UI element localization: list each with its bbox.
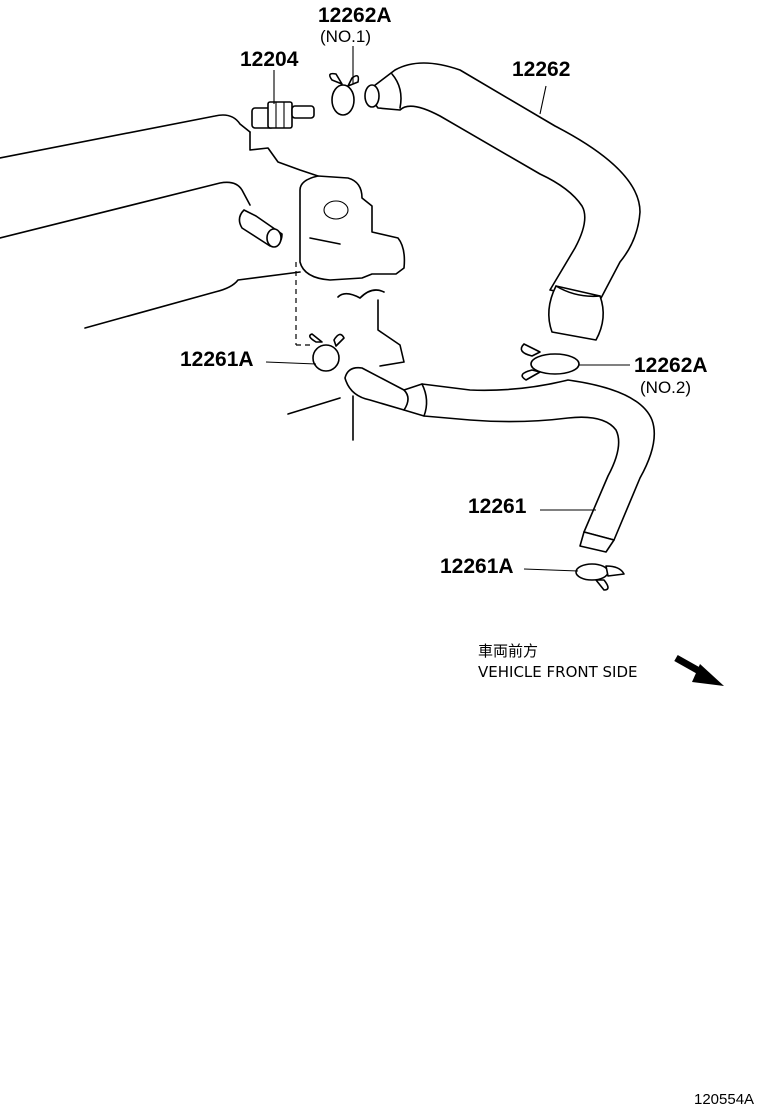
label-12262a-no2-sub: (NO.2) <box>640 378 691 397</box>
engine-block-outline <box>0 114 405 441</box>
label-12261a-lower: 12261A <box>440 555 514 578</box>
hose-12261 <box>344 366 656 553</box>
label-12262: 12262 <box>512 58 570 81</box>
clip-12261a-upper <box>308 333 345 372</box>
hose-12262 <box>364 62 641 341</box>
leader-lines <box>265 46 630 572</box>
vehicle-front-jp: 車両前方 <box>478 642 538 660</box>
clip-12262a-no2 <box>520 343 580 381</box>
clip-12262a-no1 <box>328 72 360 116</box>
fitting-12204 <box>251 101 315 129</box>
arrow-down-right-icon <box>674 654 724 686</box>
clip-12261a-lower <box>575 563 625 591</box>
label-12261: 12261 <box>468 495 527 518</box>
label-12262a-no2: 12262A <box>634 354 708 377</box>
port-nipple <box>238 209 283 248</box>
label-12261a-upper: 12261A <box>180 348 254 371</box>
label-12262a-no1-sub: (NO.1) <box>320 27 371 46</box>
vehicle-front-en: VEHICLE FRONT SIDE <box>478 663 638 681</box>
valve-body <box>299 175 406 281</box>
diagram-code: 120554A <box>694 1091 754 1108</box>
label-12262a-no1: 12262A <box>318 4 392 27</box>
label-12204: 12204 <box>240 48 299 71</box>
